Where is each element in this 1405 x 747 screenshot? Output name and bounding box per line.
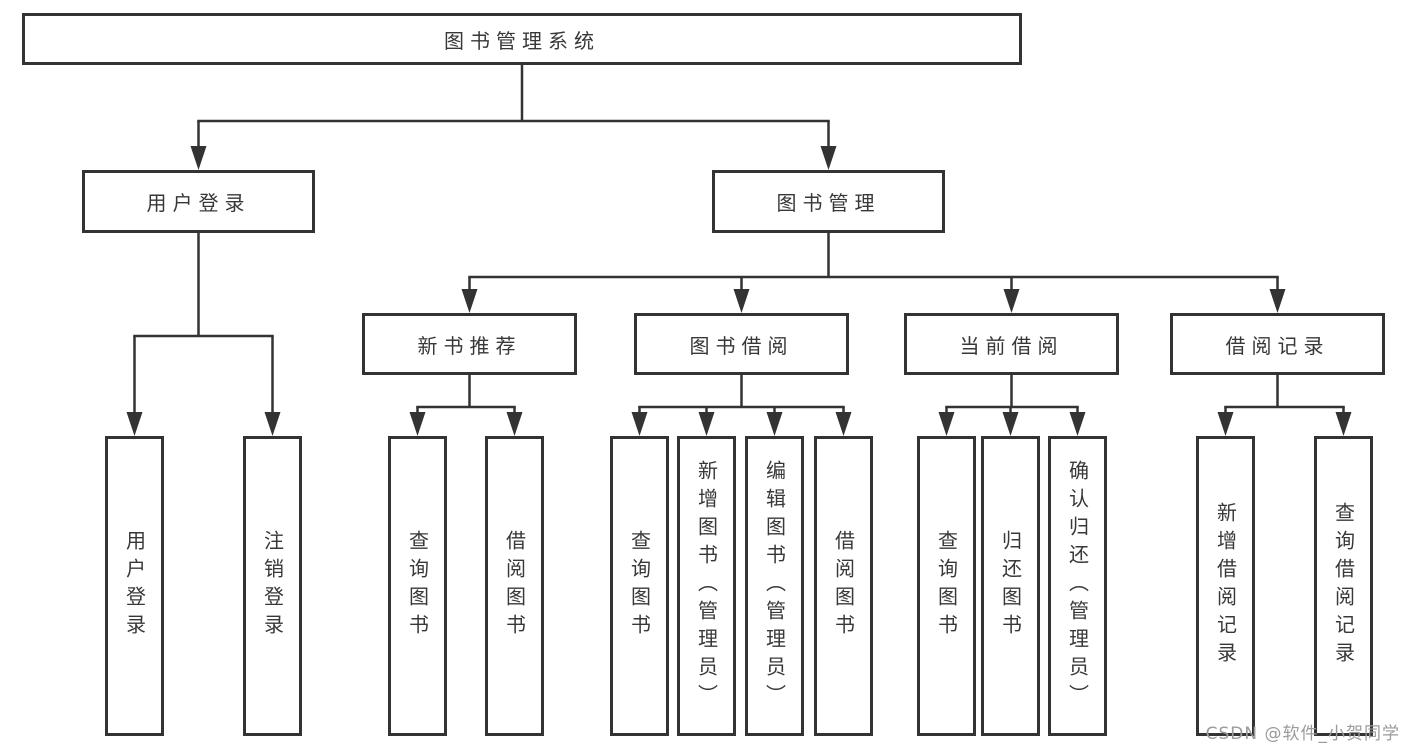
leaf-current-confirm-return-admin: 确认归还（管理员） [1048, 436, 1107, 736]
connector-root-to-level2 [190, 64, 837, 170]
leaf-borrow-query-books: 查询图书 [610, 436, 669, 736]
connector-user-login-to-leaves [126, 233, 281, 436]
connector-borrow-records-to-leaves [1217, 375, 1352, 436]
connector-current-borrow-to-leaves [938, 375, 1086, 436]
node-book-management: 图书管理 [712, 170, 945, 233]
csdn-watermark: CSDN @软件_小贺同学 [1205, 724, 1400, 744]
leaf-borrow-borrow-books: 借阅图书 [814, 436, 873, 736]
node-borrow-records: 借阅记录 [1170, 313, 1385, 375]
node-user-login: 用户登录 [82, 170, 315, 233]
leaf-borrow-edit-books-admin: 编辑图书（管理员） [745, 436, 804, 736]
leaf-newbook-borrow-books: 借阅图书 [485, 436, 544, 736]
node-book-borrow: 图书借阅 [634, 313, 849, 375]
leaf-logout: 注销登录 [243, 436, 302, 736]
connector-new-book-to-leaves [409, 375, 523, 436]
leaf-current-query-books: 查询图书 [917, 436, 976, 736]
leaf-records-query-record: 查询借阅记录 [1314, 436, 1373, 736]
leaf-newbook-query-books: 查询图书 [388, 436, 447, 736]
leaf-records-add-record: 新增借阅记录 [1196, 436, 1255, 736]
leaf-borrow-add-books-admin: 新增图书（管理员） [677, 436, 736, 736]
node-new-book-recommend: 新书推荐 [362, 313, 577, 375]
connector-book-management-to-level3 [461, 233, 1286, 313]
leaf-current-return-books: 归还图书 [981, 436, 1040, 736]
connector-book-borrow-to-leaves [631, 375, 852, 436]
leaf-user-login: 用户登录 [105, 436, 164, 736]
node-current-borrow: 当前借阅 [904, 313, 1119, 375]
node-library-system: 图书管理系统 [22, 13, 1022, 65]
